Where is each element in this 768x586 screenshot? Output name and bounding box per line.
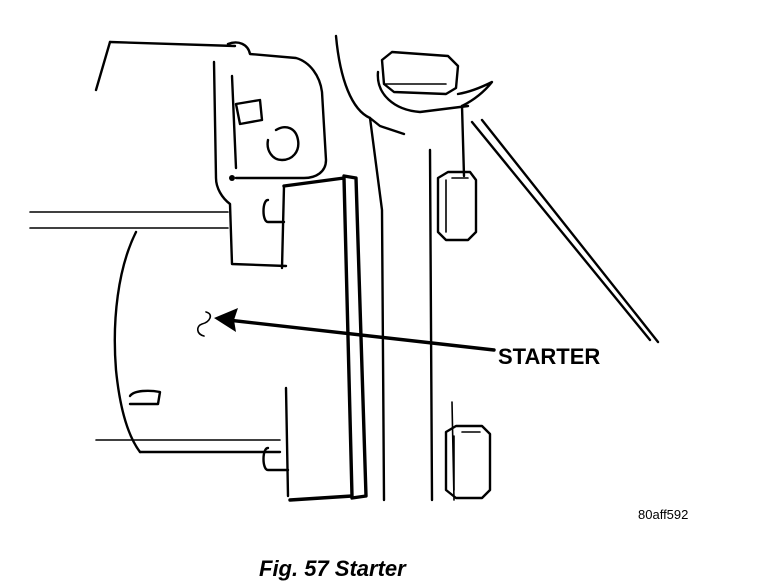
figure-caption: Fig. 57 Starter [259,556,407,581]
support-bracket [334,34,494,502]
solenoid-housing [212,41,328,268]
starter-leader-arrow [214,308,496,352]
starter-motor-body [95,230,282,454]
starter-callout-label: STARTER [498,344,600,369]
diagonal-strut [470,118,660,344]
middle-bolt [436,170,478,242]
lower-bolt [444,424,492,500]
arrowhead-icon [214,308,238,332]
engine-block-outline [29,40,237,229]
figure-code: 80aff592 [638,507,688,522]
top-bolt [380,50,460,96]
mounting-flange [262,174,368,502]
